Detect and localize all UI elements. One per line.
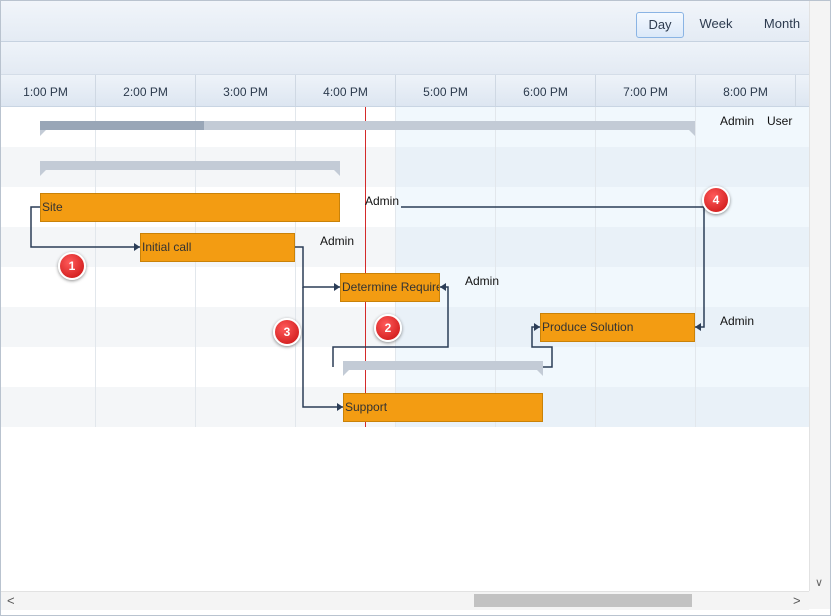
summary-resource-label: Admin (720, 114, 755, 128)
time-tick: 5:00 PM (396, 75, 496, 106)
project-summary-bar[interactable] (40, 121, 695, 136)
non-working-time (396, 107, 809, 427)
time-tick: 6:00 PM (496, 75, 596, 106)
vertical-scrollbar[interactable]: ∨ (809, 1, 830, 591)
resource-label: Admin (365, 194, 400, 208)
grid-line (295, 107, 296, 427)
task-bar-initial-call[interactable]: Initial call (140, 233, 295, 262)
time-tick: 8:00 PM (696, 75, 796, 106)
resource-label: Admin (465, 274, 500, 288)
timeline-header-top (1, 42, 830, 75)
timeline-header (1, 75, 809, 107)
time-tick: 3:00 PM (196, 75, 296, 106)
scroll-right-icon[interactable]: > (793, 593, 801, 608)
grid-line (395, 107, 396, 427)
current-time-line (365, 107, 366, 427)
grid-line (595, 107, 596, 427)
summary-progress (40, 121, 204, 130)
grid-line (495, 107, 496, 427)
time-tick: 2:00 PM (96, 75, 196, 106)
toolbar: Day Week Month (1, 1, 830, 42)
summary-resource-label: User (767, 114, 793, 128)
resource-label: Admin (720, 314, 755, 328)
time-tick: 1:00 PM (1, 75, 96, 106)
scrollbar-corner (809, 591, 830, 609)
horizontal-scroll-thumb[interactable] (474, 594, 692, 607)
resource-label: Admin (320, 234, 355, 248)
scroll-down-icon[interactable]: ∨ (815, 577, 824, 589)
time-tick: 7:00 PM (596, 75, 696, 106)
grid-line (95, 107, 96, 427)
view-week-button[interactable]: Week (699, 16, 733, 31)
time-tick: 4:00 PM (296, 75, 396, 106)
task-bar-site[interactable]: Site (40, 193, 340, 222)
group-summary-bar[interactable] (343, 361, 543, 376)
task-bar-support[interactable]: Support (343, 393, 543, 422)
group-summary-bar[interactable] (40, 161, 340, 176)
view-day-button[interactable]: Day (636, 12, 684, 38)
scroll-left-icon[interactable]: < (7, 593, 15, 608)
annotation-badge-4: 4 (702, 186, 730, 214)
view-month-button[interactable]: Month (763, 16, 801, 31)
task-bar-determine-requirements[interactable]: Determine Requirements (340, 273, 440, 302)
horizontal-scrollbar[interactable]: < > (1, 591, 809, 610)
annotation-badge-1: 1 (58, 252, 86, 280)
annotation-badge-3: 3 (273, 318, 301, 346)
grid-line (195, 107, 196, 427)
annotation-badge-2: 2 (374, 314, 402, 342)
grid-line (695, 107, 696, 427)
task-bar-produce-solution[interactable]: Produce Solution (540, 313, 695, 342)
